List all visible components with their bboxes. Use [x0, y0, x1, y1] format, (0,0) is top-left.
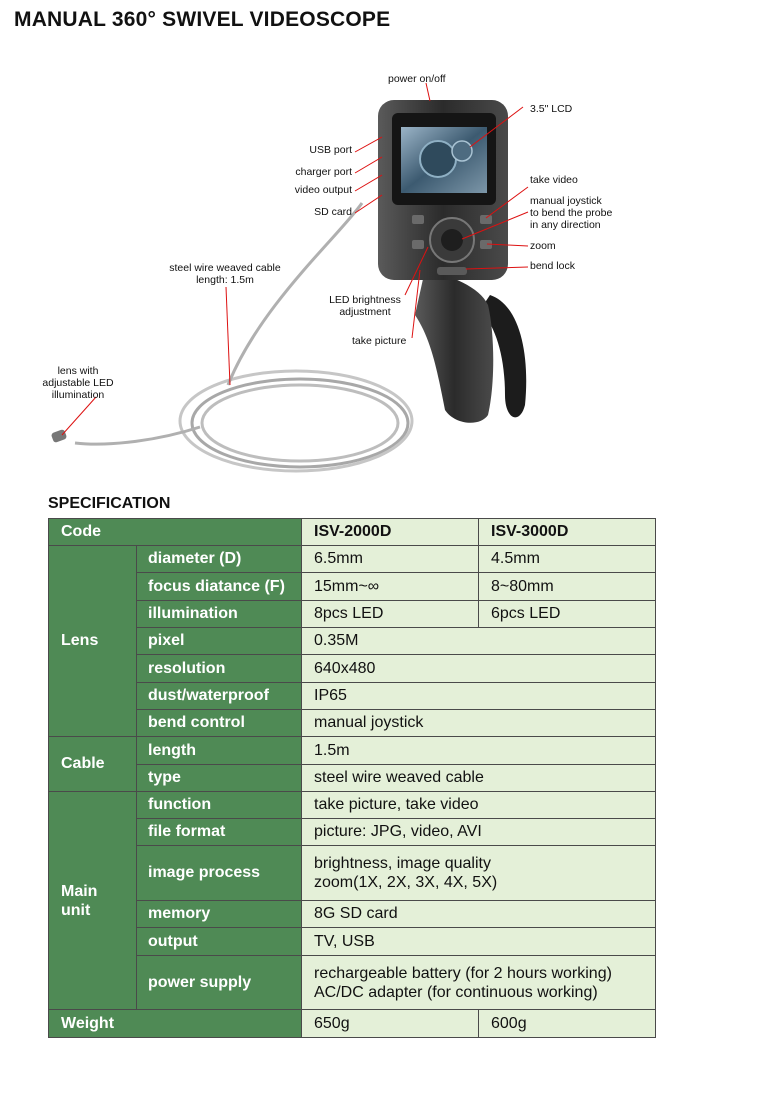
callout-video-output: video output: [294, 184, 352, 196]
callout-take-video: take video: [530, 174, 578, 186]
table-row: memory 8G SD card: [49, 900, 656, 928]
row-label: illumination: [136, 600, 302, 628]
group-lens: Lens: [48, 545, 137, 737]
cable: [226, 202, 364, 386]
table-row: illumination 8pcs LED 6pcs LED: [49, 600, 656, 628]
header-code: Code: [48, 518, 302, 546]
row-label: output: [136, 927, 302, 956]
cell-value: 1.5m: [301, 736, 656, 765]
row-label: function: [136, 791, 302, 819]
cell-value: 15mm~∞: [301, 572, 479, 601]
cell-value: 8~80mm: [478, 572, 656, 601]
callout-lens: lens with adjustable LED illumination: [42, 365, 114, 401]
cell-value: TV, USB: [301, 927, 656, 956]
callout-led-brightness: LED brightness adjustment: [329, 294, 401, 318]
row-label: memory: [136, 900, 302, 928]
page-title: MANUAL 360° SWIVEL VIDEOSCOPE: [14, 8, 391, 31]
table-row: focus diatance (F) 15mm~∞ 8~80mm: [49, 572, 656, 601]
row-label: image process: [136, 845, 302, 901]
table-row: file format picture: JPG, video, AVI: [49, 818, 656, 846]
videoscope-illustration: [51, 82, 529, 473]
row-label: focus diatance (F): [136, 572, 302, 601]
cable-tip: [74, 425, 201, 446]
cell-value: 6.5mm: [301, 545, 479, 573]
header-model-1: ISV-2000D: [301, 518, 479, 546]
table-row: pixel 0.35M: [49, 627, 656, 655]
callout-usb: USB port: [309, 144, 352, 156]
group-cable: Cable: [48, 736, 137, 792]
cell-value: 600g: [478, 1009, 656, 1038]
callout-bend-lock: bend lock: [530, 260, 575, 272]
grip-strap: [480, 295, 527, 418]
cell-value: steel wire weaved cable: [301, 764, 656, 792]
row-label: diameter (D): [136, 545, 302, 573]
row-label: length: [136, 736, 302, 765]
cell-value: 8G SD card: [301, 900, 656, 928]
table-row: output TV, USB: [49, 927, 656, 956]
handle-body: [415, 270, 494, 423]
callout-zoom: zoom: [530, 240, 556, 252]
row-label: dust/waterproof: [136, 682, 302, 710]
spec-heading: SPECIFICATION: [48, 495, 171, 512]
group-weight: Weight: [48, 1009, 302, 1038]
table-row: bend control manual joystick: [49, 709, 656, 737]
cell-value: 0.35M: [301, 627, 656, 655]
table-row: dust/waterproof IP65: [49, 682, 656, 710]
table-header-row: Code ISV-2000D ISV-3000D: [48, 518, 656, 546]
cell-value: 650g: [301, 1009, 479, 1038]
cell-value: picture: JPG, video, AVI: [301, 818, 656, 846]
table-row: Lens diameter (D) 6.5mm 4.5mm: [48, 545, 656, 737]
callout-joystick: manual joystick to bend the probe in any…: [530, 195, 613, 231]
row-label: resolution: [136, 654, 302, 683]
cell-value: IP65: [301, 682, 656, 710]
row-label: bend control: [136, 709, 302, 737]
table-row: power supply rechargeable battery (for 2…: [49, 955, 656, 1010]
row-label: pixel: [136, 627, 302, 655]
cell-value: 640x480: [301, 654, 656, 683]
row-label: type: [136, 764, 302, 792]
table-row: type steel wire weaved cable: [49, 764, 656, 792]
callout-charger: charger port: [295, 166, 352, 178]
cell-value: 4.5mm: [478, 545, 656, 573]
table-row: Cable length 1.5m: [48, 736, 656, 792]
cell-value: 8pcs LED: [301, 600, 479, 628]
cell-value: 6pcs LED: [478, 600, 656, 628]
callout-cable: steel wire weaved cable length: 1.5m: [169, 262, 281, 286]
header-model-2: ISV-3000D: [478, 518, 656, 546]
callout-take-picture: take picture: [352, 335, 407, 347]
table-row: resolution 640x480: [49, 654, 656, 683]
cell-value: take picture, take video: [301, 791, 656, 819]
spec-table: Code ISV-2000D ISV-3000D Lens diameter (…: [48, 518, 656, 1038]
lens-tip: [51, 429, 67, 443]
cell-value: rechargeable battery (for 2 hours workin…: [301, 955, 656, 1010]
cell-value: manual joystick: [301, 709, 656, 737]
callout-lcd: 3.5" LCD: [530, 103, 573, 115]
row-label: file format: [136, 818, 302, 846]
row-label: power supply: [136, 955, 302, 1010]
table-row: Weight 650g 600g: [48, 1009, 656, 1038]
product-figure: power on/off 3.5" LCD USB port charger p…: [0, 55, 780, 495]
cable-coil: [178, 369, 414, 473]
callout-sd-card: SD card: [314, 206, 352, 218]
callout-power: power on/off: [388, 73, 446, 85]
